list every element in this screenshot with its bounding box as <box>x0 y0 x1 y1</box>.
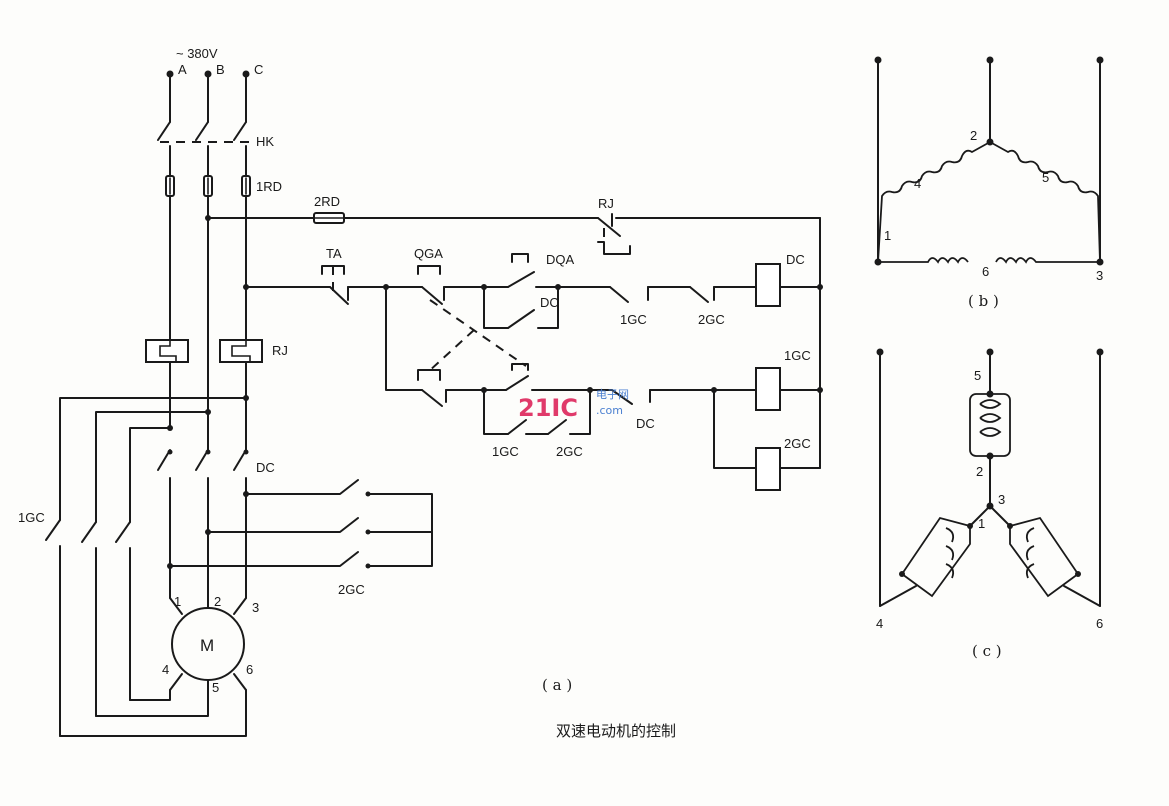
panel-c-node-5: 5 <box>974 368 981 383</box>
gc2-main-label: 2GC <box>338 582 365 597</box>
gc2-coil-label: 2GC <box>784 436 811 451</box>
ta-label: TA <box>326 246 342 261</box>
qga-label: QGA <box>414 246 443 261</box>
gc1-coil-label: 1GC <box>784 348 811 363</box>
terminal-3-label: 3 <box>252 600 259 615</box>
gc2-main-contacts: 2GC <box>167 479 433 597</box>
knife-switch-hk: HK <box>157 121 274 177</box>
gc1-coil <box>755 367 781 411</box>
panel-b-node-5: 5 <box>1042 170 1049 185</box>
watermark-sub: 电子网 <box>596 388 629 401</box>
panel-c-node-4: 4 <box>876 616 883 631</box>
panel-b-node-1: 1 <box>884 228 891 243</box>
fuse-1rd-label: 1RD <box>256 179 282 194</box>
caption-a: ( a ) <box>542 676 572 694</box>
gc2-nc-label: 2GC <box>698 312 725 327</box>
terminal-4-label: 4 <box>162 662 169 677</box>
dc-coil-label: DC <box>786 252 805 267</box>
terminal-5-label: 5 <box>212 680 219 695</box>
thermal-relay-heaters: RJ <box>145 339 288 363</box>
fuse-2rd-label: 2RD <box>314 194 340 209</box>
dc-main-label: DC <box>256 460 275 475</box>
dc-nc-label: DC <box>636 416 655 431</box>
gc1-feed-wiring <box>59 397 247 523</box>
dc-main-contacts: DC <box>157 449 275 599</box>
gc1-nc-label: 1GC <box>620 312 647 327</box>
watermark-logo: 21IC 电子网 .com <box>518 388 629 422</box>
panel-b-node-6: 6 <box>982 264 989 279</box>
phase-b-label: B <box>216 62 225 77</box>
terminal-1-label: 1 <box>174 594 181 609</box>
panel-c-double-star: 5 2 3 1 4 6 ( c ) <box>876 348 1104 660</box>
phase-a-label: A <box>178 62 187 77</box>
panel-c-node-2: 2 <box>976 464 983 479</box>
hk-label: HK <box>256 134 274 149</box>
supply-voltage-label: ~ 380V <box>176 46 218 61</box>
control-circuit: 2RD RJ TA QGA DQA DC <box>205 194 823 491</box>
terminal-6-label: 6 <box>246 662 253 677</box>
gc2-hold-label: 2GC <box>556 444 583 459</box>
watermark-domain: .com <box>596 404 623 417</box>
phase-c-label: C <box>254 62 263 77</box>
dc-coil <box>755 263 781 307</box>
motor-m: M 1 2 3 4 5 6 <box>59 594 259 737</box>
gc1-main-label: 1GC <box>18 510 45 525</box>
panel-c-caption: ( c ) <box>972 642 1002 660</box>
panel-b-node-3: 3 <box>1096 268 1103 283</box>
panel-c-node-6: 6 <box>1096 616 1103 631</box>
dc-hold-label: DC <box>540 295 559 310</box>
motor-label: M <box>200 636 214 655</box>
panel-b-delta: 2 4 5 1 6 3 ( b ) <box>874 56 1104 310</box>
terminal-2-label: 2 <box>214 594 221 609</box>
panel-b-caption: ( b ) <box>968 292 999 310</box>
gc1-main-contacts: 1GC <box>18 510 131 737</box>
rj-contact-label: RJ <box>598 196 614 211</box>
panel-b-node-4: 4 <box>914 176 921 191</box>
watermark-brand: 21IC <box>518 394 578 422</box>
fuses-1rd: 1RD <box>165 175 282 197</box>
panel-b-node-2: 2 <box>970 128 977 143</box>
panel-c-node-1: 1 <box>978 516 985 531</box>
rj-relay-label: RJ <box>272 343 288 358</box>
gc2-coil <box>755 447 781 491</box>
figure-title: 双速电动机的控制 <box>556 722 676 740</box>
power-supply: ~ 380V A B C <box>166 46 263 123</box>
panel-c-node-3: 3 <box>998 492 1005 507</box>
dqa-label: DQA <box>546 252 575 267</box>
gc1-hold-label: 1GC <box>492 444 519 459</box>
